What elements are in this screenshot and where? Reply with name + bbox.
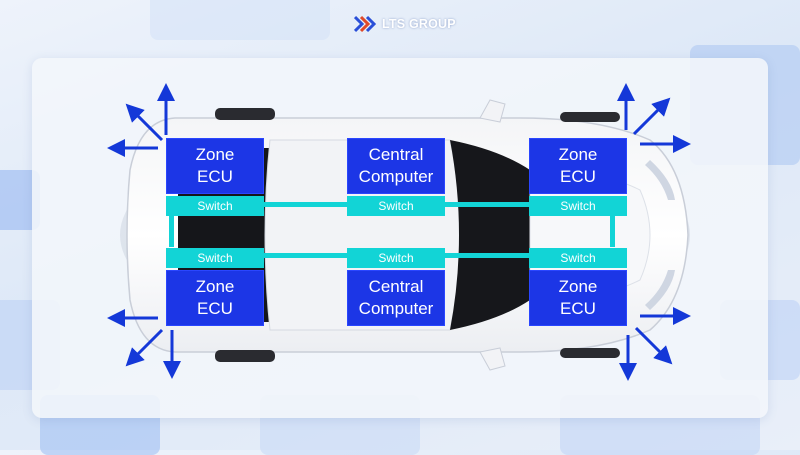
switch-top-center: Switch [347, 196, 445, 216]
zone-ecu-front-left: Zone ECU [529, 138, 627, 194]
left-vertical-link [169, 215, 174, 247]
switch-top-right: Switch [529, 196, 627, 216]
arrow-diagonal-icon [634, 326, 673, 365]
zone-ecu-rear-right: Zone ECU [166, 270, 264, 326]
brand-logo: LTS GROUP [354, 13, 456, 35]
switch-bottom-left: Switch [166, 248, 264, 268]
lts-logo-icon [354, 15, 376, 33]
central-computer-top: Central Computer [347, 138, 445, 194]
right-vertical-link [610, 215, 615, 247]
switch-top-left: Switch [166, 196, 264, 216]
zone-ecu-front-right: Zone ECU [529, 270, 627, 326]
zone-ecu-rear-left: Zone ECU [166, 138, 264, 194]
arrow-diagonal-icon [632, 97, 671, 136]
central-computer-bottom: Central Computer [347, 270, 445, 326]
switch-bottom-right: Switch [529, 248, 627, 268]
arrow-diagonal-icon [125, 328, 164, 367]
logo-text: LTS GROUP [382, 17, 456, 31]
background-tile [150, 0, 330, 40]
switch-bottom-center: Switch [347, 248, 445, 268]
arrow-diagonal-icon [125, 103, 164, 142]
